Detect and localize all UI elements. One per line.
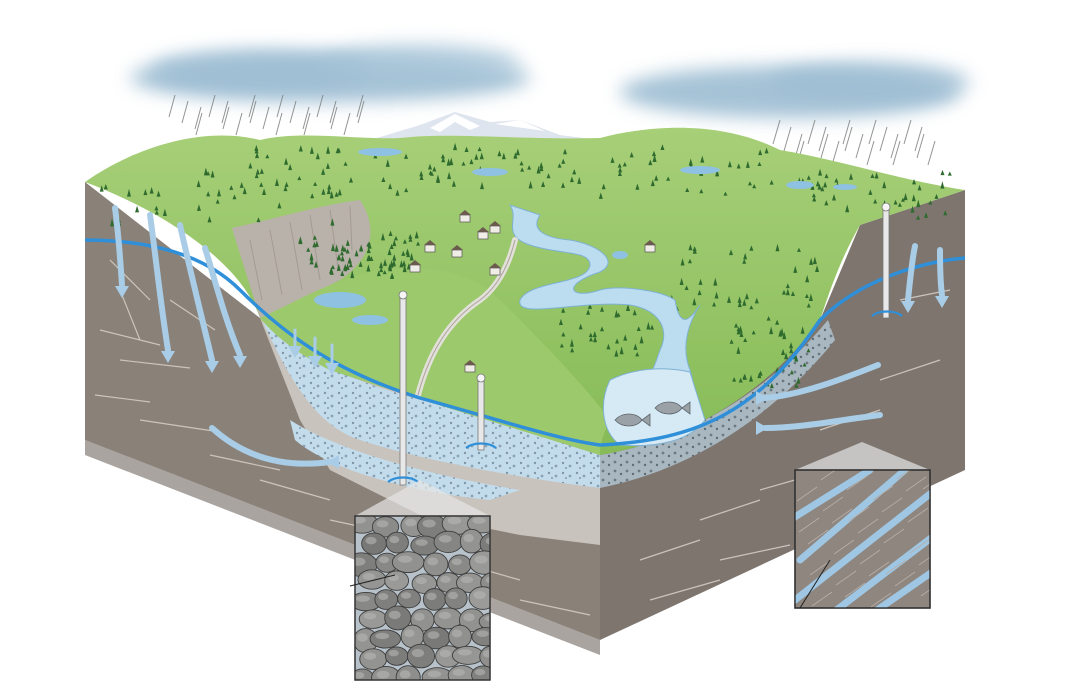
bedrock-right-face: [600, 190, 965, 640]
inset-gravel-closeup: [349, 480, 491, 681]
well-icon: [465, 373, 497, 451]
tree-icon: [99, 142, 952, 389]
fish-icon: [614, 401, 691, 427]
water-table-line: [84, 238, 966, 447]
rain-icon: [168, 94, 365, 136]
cliff-striations: [249, 205, 353, 301]
road-edge: [417, 239, 516, 396]
cloud-icon: [130, 44, 530, 102]
mountain-icon: [370, 112, 600, 140]
flow-arrow-icon: [112, 205, 949, 469]
ponds: [314, 148, 857, 325]
unconfined-aquifer: [262, 320, 600, 488]
cloud-icon: [620, 62, 970, 118]
rain-icon: [772, 119, 936, 166]
well-icon: [871, 202, 903, 319]
confined-aquifer: [290, 420, 520, 500]
valley-meadow: [260, 268, 610, 455]
landscape-surface: [85, 127, 965, 456]
river-gravel: [600, 320, 835, 488]
inset-fracture-closeup: [794, 442, 931, 609]
house-icon: [409, 210, 656, 373]
well-icon: [387, 290, 419, 486]
rock-cliff: [232, 200, 371, 319]
